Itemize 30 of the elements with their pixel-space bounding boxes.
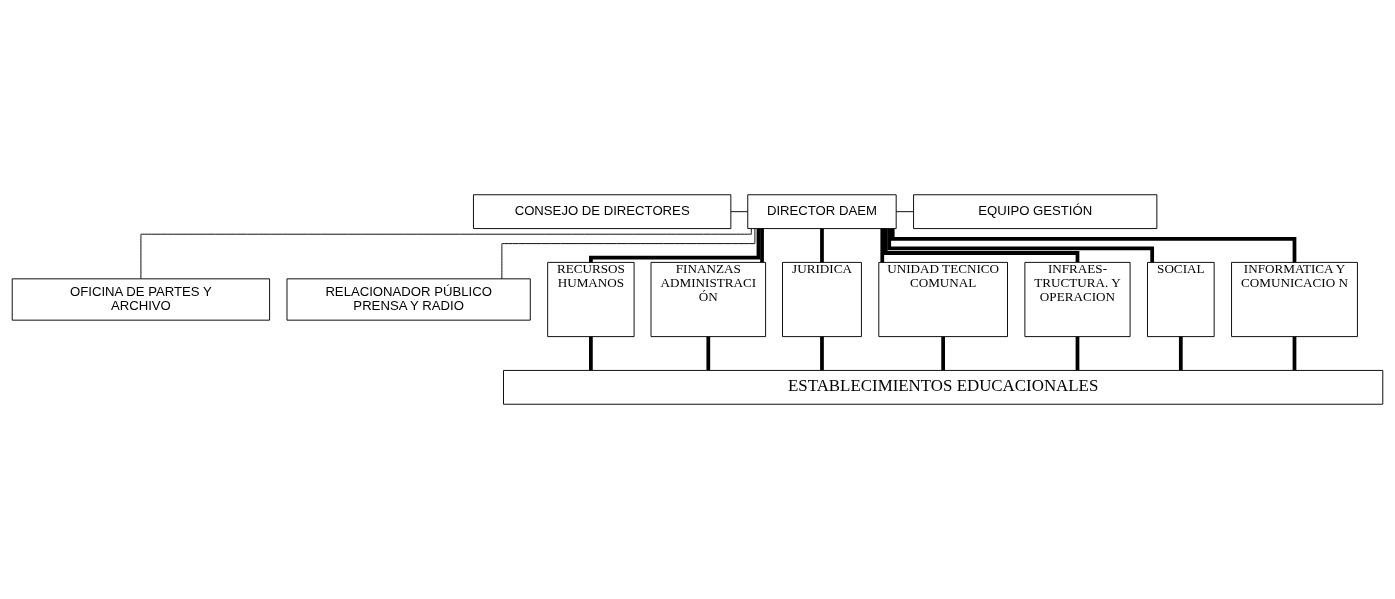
node-box: JURIDICA — [782, 261, 862, 338]
connector — [887, 228, 1155, 263]
node-box: UNIDAD TECNICO COMUNAL — [878, 261, 1008, 338]
node-box: RECURSOS HUMANOS — [547, 261, 635, 338]
connector — [501, 228, 756, 280]
connector — [1292, 336, 1297, 371]
connector — [883, 228, 1080, 262]
connector — [1075, 336, 1080, 371]
node-box: SOCIAL — [1147, 261, 1215, 338]
node-box: CONSEJO DE DIRECTORES — [472, 194, 732, 230]
node-box: FINANZAS ADMINISTRACI ÓN — [650, 261, 767, 338]
node-box: EQUIPO GESTIÓN — [913, 194, 1158, 230]
node-box: ESTABLECIMIENTOS EDUCACIONALES — [503, 369, 1384, 405]
connector — [140, 228, 752, 279]
node-box: INFRAES- TRUCTURA. Y OPERACION — [1024, 261, 1131, 338]
node-box: DIRECTOR DAEM — [747, 194, 897, 230]
connector — [1178, 336, 1183, 371]
connector — [820, 336, 824, 371]
node-box: OFICINA DE PARTES Y ARCHIVO — [11, 278, 271, 321]
connector — [760, 228, 764, 263]
connector — [589, 228, 761, 263]
connector — [941, 336, 946, 371]
connector — [706, 336, 711, 371]
node-box: INFORMATICA Y COMUNICACIO N — [1231, 261, 1358, 338]
connector — [895, 211, 914, 213]
connector — [730, 211, 749, 213]
connector — [589, 336, 593, 371]
connector — [880, 228, 885, 263]
node-box: RELACIONADOR PÚBLICO PRENSA Y RADIO — [286, 278, 531, 321]
connector — [820, 228, 824, 263]
